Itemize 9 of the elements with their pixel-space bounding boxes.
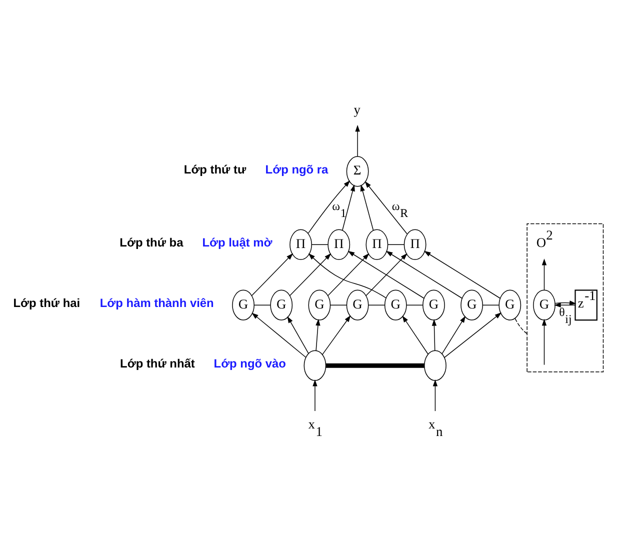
label: Lớp thứ tư — [184, 162, 246, 177]
label: Lớp ngõ ra — [265, 162, 328, 177]
label: Lớp thứ hai — [13, 296, 80, 310]
label: Lớp luật mờ — [202, 236, 272, 250]
label: Lớp thứ ba — [120, 236, 184, 250]
label: Lớp hàm thành viên — [100, 296, 214, 310]
label: Lớp ngõ vào — [214, 356, 286, 371]
label: Lớp thứ nhất — [120, 356, 195, 371]
node-text: y — [354, 102, 361, 118]
